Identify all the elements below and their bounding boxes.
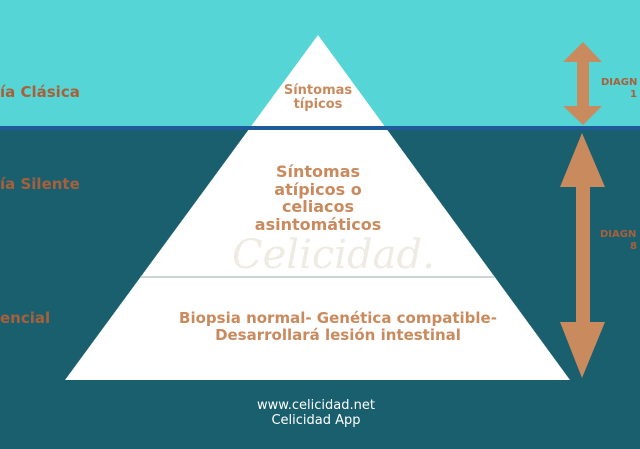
text-line: típicos	[293, 97, 343, 113]
level-potential-label: encial	[0, 309, 51, 327]
text-line: Síntomas	[275, 162, 361, 181]
level-classic-label: ía Clásica	[0, 83, 80, 101]
footer-app: Celicidad App	[271, 413, 361, 428]
text-line: asintomáticos	[254, 214, 382, 234]
diagnosis-bottom-label: DIAGN	[600, 229, 637, 240]
footer-url: www.celicidad.net	[257, 398, 375, 413]
text-line: atípicos o	[274, 179, 362, 199]
text-line: Síntomas	[283, 83, 353, 98]
pyramid	[65, 35, 570, 380]
level-silent-label: ía Silente	[0, 175, 80, 193]
diagnosis-top-value: 1	[630, 89, 637, 100]
diagnosis-top-label: DIAGN	[601, 77, 638, 88]
text-line: Desarrollará lesión intestinal	[215, 325, 461, 344]
diagnosis-bottom-value: 8	[630, 241, 637, 252]
pyramid-middle-text: Síntomas atípicos o celiacos asintomátic…	[218, 163, 418, 233]
pyramid-bottom-text: Biopsia normal- Genética compatible- Des…	[138, 310, 538, 343]
pyramid-top-text: Síntomas típicos	[258, 83, 378, 113]
double-arrow-icon-top	[563, 42, 602, 125]
text-line: Biopsia normal- Genética compatible-	[179, 309, 497, 327]
water-line-over-pyramid	[0, 126, 640, 130]
text-line: celiacos	[281, 197, 355, 217]
watermark-logo: Celicidad.	[232, 232, 435, 278]
double-arrow-icon-bottom	[560, 133, 605, 378]
